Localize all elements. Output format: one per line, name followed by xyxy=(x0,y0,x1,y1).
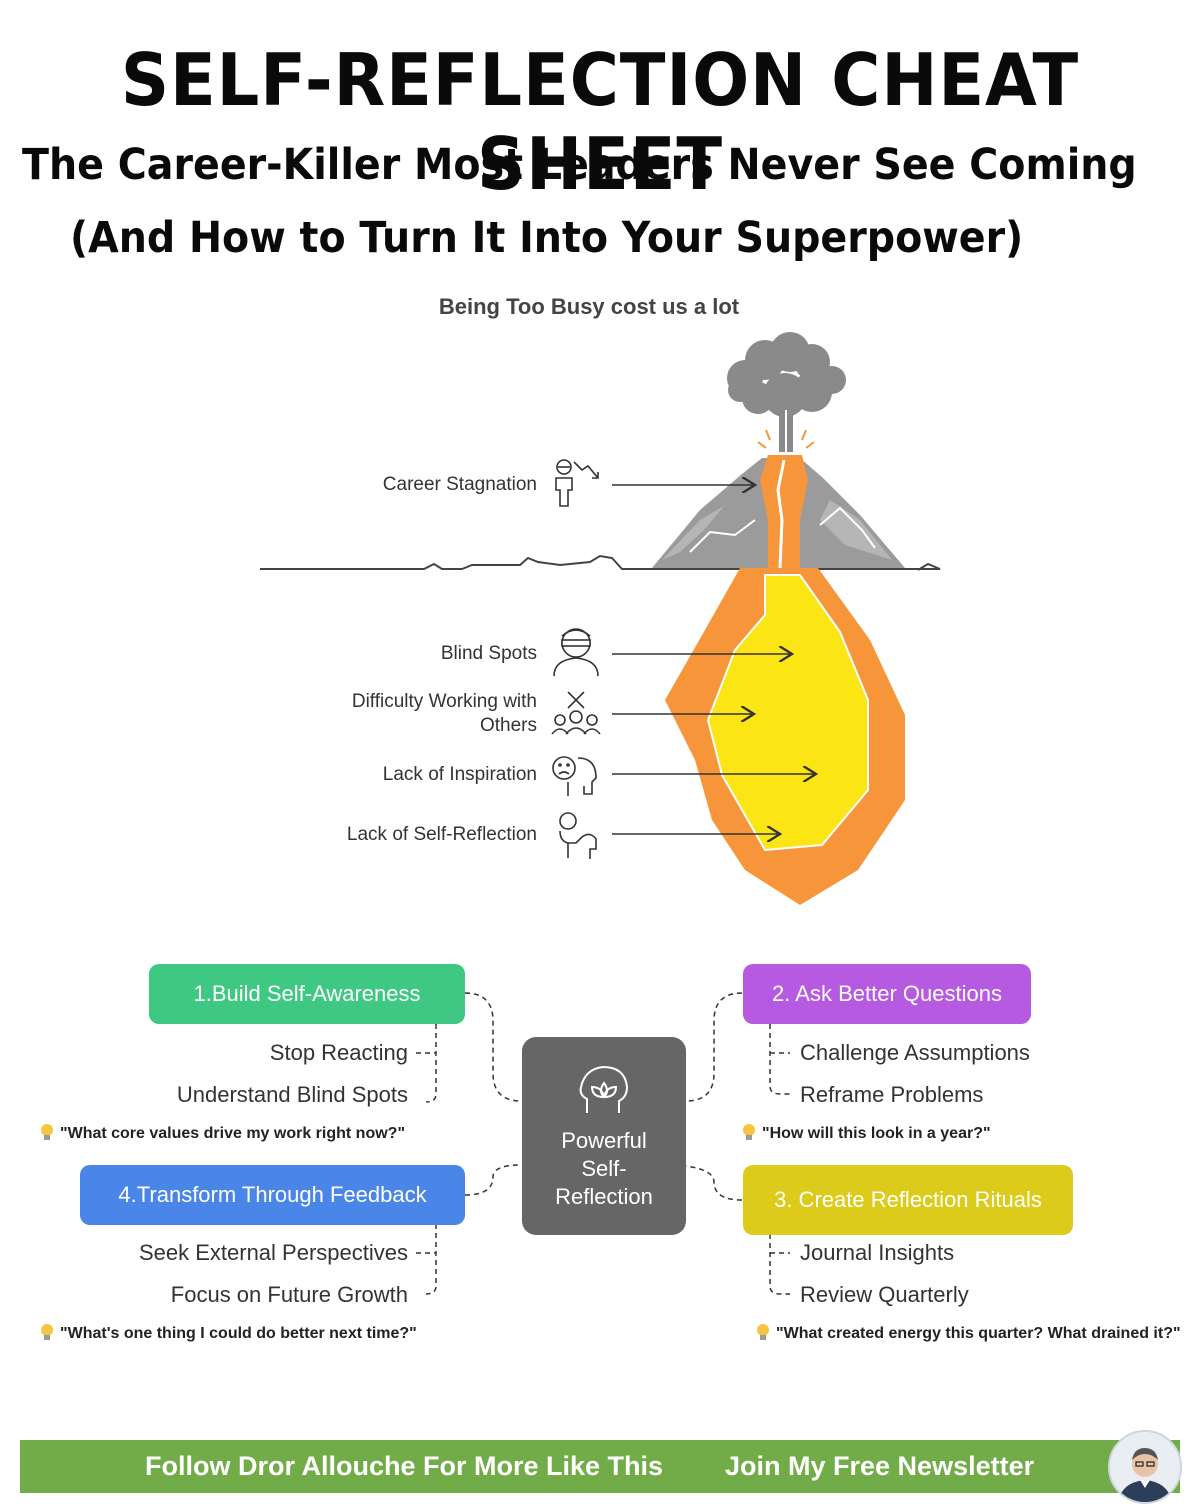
label-difficulty-line1: Difficulty Working with xyxy=(351,691,537,712)
branch-ask-better-questions: 2. Ask Better Questions xyxy=(743,964,1031,1024)
label-blind-spots: Blind Spots xyxy=(440,643,537,664)
item-understand-blind-spots: Understand Blind Spots xyxy=(176,1082,408,1107)
quote-branch-4: "What's one thing I could do better next… xyxy=(40,1323,417,1343)
branch-create-reflection-rituals: 3. Create Reflection Rituals xyxy=(743,1165,1073,1235)
branch-4-title: 4.Transform Through Feedback xyxy=(118,1182,427,1207)
sad-head-icon xyxy=(552,756,597,796)
item-journal-insights: Journal Insights xyxy=(800,1240,955,1265)
label-lack-of-inspiration: Lack of Inspiration xyxy=(382,764,537,785)
magma-chamber-inner xyxy=(706,574,869,852)
branch-build-self-awareness: 1.Build Self-Awareness xyxy=(149,964,465,1024)
center-node: Powerful Self- Reflection xyxy=(522,1037,686,1235)
page-subtitle-line2: (And How to Turn It Into Your Superpower… xyxy=(70,213,1024,263)
branch-3-title: 3. Create Reflection Rituals xyxy=(774,1187,1042,1212)
branch-1-title: 1.Build Self-Awareness xyxy=(193,981,421,1006)
item-stop-reacting: Stop Reacting xyxy=(269,1040,408,1065)
item-reframe-problems: Reframe Problems xyxy=(800,1082,984,1107)
lightbulb-icon xyxy=(41,1124,53,1140)
quote-branch-1: "What core values drive my work right no… xyxy=(40,1123,405,1143)
team-conflict-icon xyxy=(551,691,601,735)
item-review-quarterly: Review Quarterly xyxy=(800,1282,969,1307)
center-line1: Powerful xyxy=(561,1128,647,1153)
label-difficulty-line2: Others xyxy=(479,715,537,736)
footer-banner xyxy=(20,1440,1180,1493)
volcano-diagram xyxy=(260,332,941,905)
page-title: SELF-REFLECTION CHEAT SHEET xyxy=(120,38,1080,206)
branch-transform-through-feedback: 4.Transform Through Feedback xyxy=(80,1165,465,1225)
lightbulb-icon xyxy=(41,1324,53,1340)
center-line3: Reflection xyxy=(555,1184,653,1209)
avatar xyxy=(1108,1430,1182,1504)
center-line2: Self- xyxy=(581,1156,627,1181)
item-seek-external-perspectives: Seek External Perspectives xyxy=(138,1240,408,1265)
item-focus-on-future-growth: Focus on Future Growth xyxy=(170,1282,408,1307)
career-decline-icon xyxy=(555,459,599,507)
label-lack-of-self-reflection: Lack of Self-Reflection xyxy=(346,824,537,845)
mind-lotus-icon xyxy=(579,1065,629,1113)
follow-link[interactable]: Follow Dror Allouche For More Like This xyxy=(145,1451,664,1481)
page-subtitle: The Career-Killer Most Leaders Never See… xyxy=(22,140,1137,190)
ground-line xyxy=(260,554,941,571)
smoke-cloud xyxy=(727,332,846,452)
quote-branch-3: "What created energy this quarter? What … xyxy=(756,1323,1181,1343)
blindfold-person-icon xyxy=(553,628,599,677)
lightbulb-icon xyxy=(757,1324,769,1340)
newsletter-link[interactable]: Join My Free Newsletter xyxy=(725,1451,1035,1481)
branch-2-title: 2. Ask Better Questions xyxy=(772,981,1002,1006)
thinking-person-icon xyxy=(559,812,597,859)
label-career-stagnation: Career Stagnation xyxy=(382,474,537,495)
item-challenge-assumptions: Challenge Assumptions xyxy=(800,1040,1030,1065)
mindmap-connectors xyxy=(416,992,790,1295)
quote-branch-2: "How will this look in a year?" xyxy=(742,1123,991,1143)
diagram-title: Being Too Busy cost us a lot xyxy=(438,294,740,319)
lightbulb-icon xyxy=(743,1124,755,1140)
